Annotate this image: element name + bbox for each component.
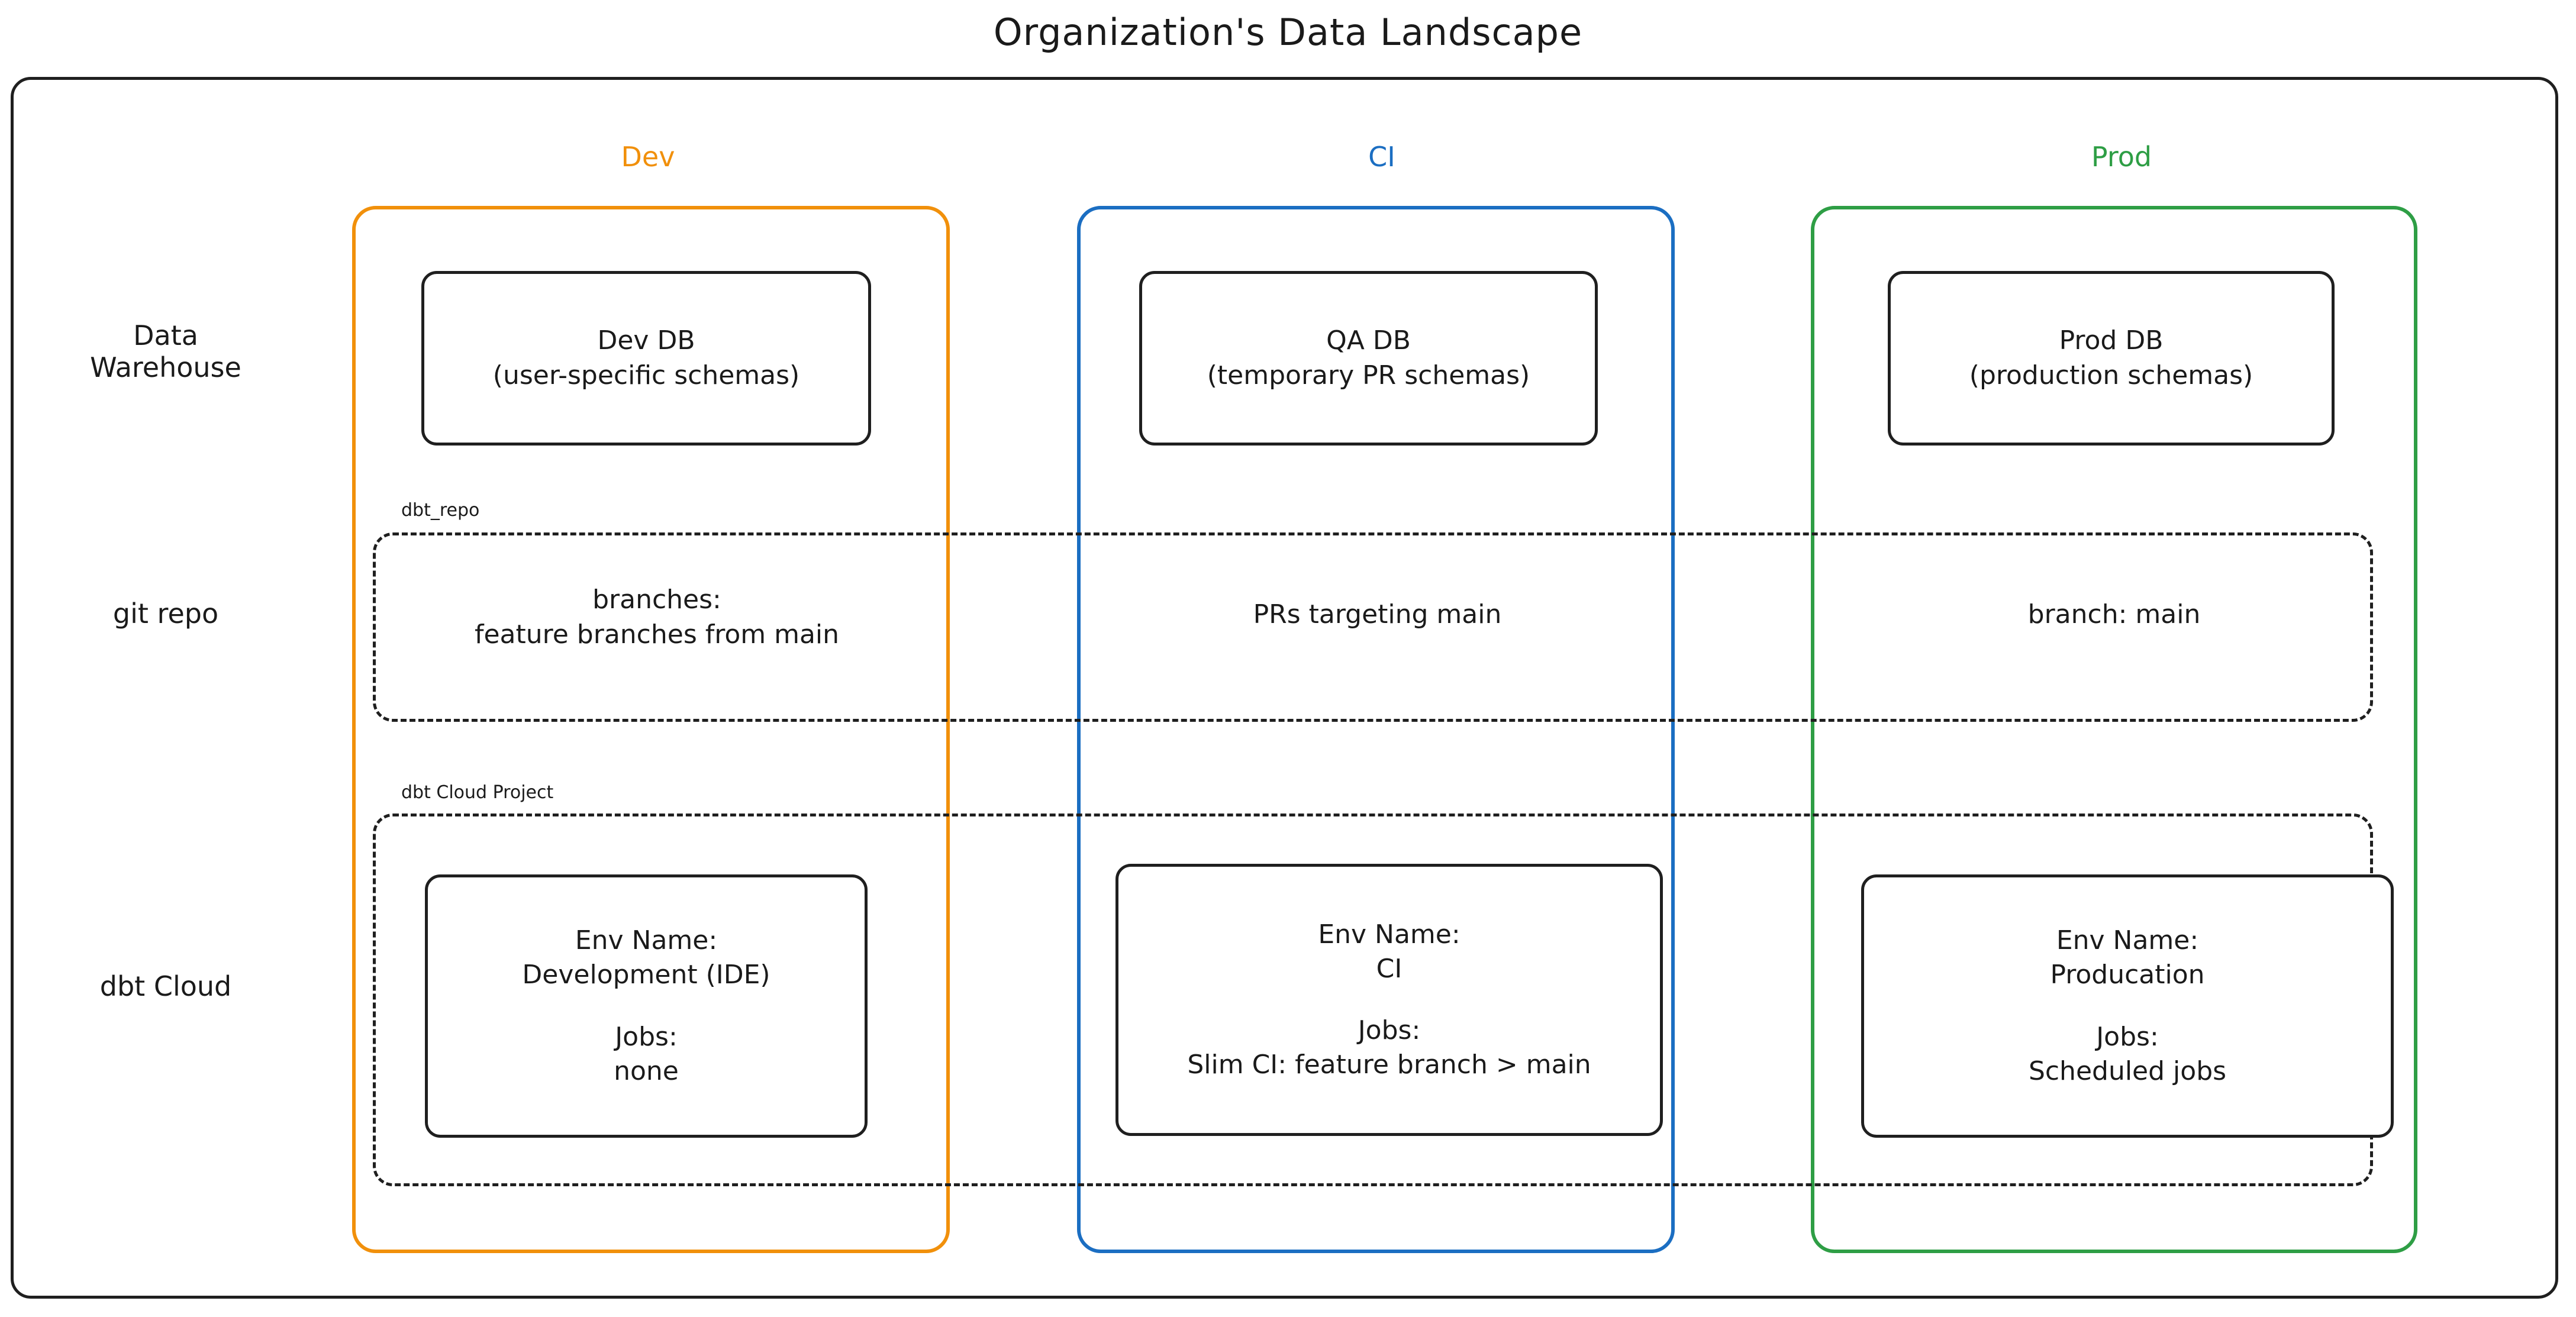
row-label-data-warehouse-line1: Data [133, 319, 198, 351]
node-dev-db-line1: Dev DB [597, 325, 695, 356]
node-dbt-cloud-ci-env-value: CI [1376, 953, 1403, 984]
git-repo-cell-ci: PRs targeting main [1253, 599, 1502, 630]
page-title: Organization's Data Landscape [993, 11, 1583, 54]
node-prod-db-line1: Prod DB [2059, 325, 2164, 356]
group-tag-dbt-repo: dbt_repo [395, 500, 486, 521]
node-dbt-cloud-prod: Env Name: Producation Jobs: Scheduled jo… [1861, 874, 2394, 1138]
git-repo-cell-prod: branch: main [2027, 599, 2201, 630]
diagram-outer-frame [11, 77, 2558, 1299]
column-header-prod: Prod [2091, 141, 2152, 173]
node-dbt-cloud-prod-env-value: Producation [2050, 960, 2205, 990]
git-repo-cell-dev: branches: feature branches from main [361, 583, 953, 653]
row-label-data-warehouse: Data Warehouse [24, 319, 308, 384]
node-dbt-cloud-dev-env-label: Env Name: [575, 925, 718, 956]
node-dbt-cloud-prod-jobs-value: Scheduled jobs [2028, 1055, 2227, 1086]
node-qa-db: QA DB (temporary PR schemas) [1139, 271, 1598, 446]
node-dbt-cloud-ci-jobs-value: Slim CI: feature branch > main [1187, 1050, 1591, 1080]
environment-column-ci [1077, 206, 1675, 1253]
node-qa-db-line1: QA DB [1326, 325, 1411, 356]
environment-column-dev [352, 206, 950, 1253]
node-dbt-cloud-dev-env-value: Development (IDE) [522, 960, 770, 990]
node-dbt-cloud-prod-env-label: Env Name: [2056, 925, 2199, 956]
group-box-dbt-repo [373, 532, 2373, 722]
row-label-git-repo: git repo [112, 598, 219, 630]
environment-column-prod [1811, 206, 2417, 1253]
git-repo-cell-dev-line1: branches: [592, 585, 721, 615]
node-dbt-cloud-ci: Env Name: CI Jobs: Slim CI: feature bran… [1115, 864, 1663, 1136]
node-dbt-cloud-dev: Env Name: Development (IDE) Jobs: none [425, 874, 868, 1138]
node-prod-db-line2: (production schemas) [1969, 360, 2253, 390]
node-dev-db: Dev DB (user-specific schemas) [421, 271, 871, 446]
group-tag-dbt-cloud-project: dbt Cloud Project [395, 782, 560, 803]
row-label-data-warehouse-line2: Warehouse [90, 351, 241, 384]
node-dev-db-line2: (user-specific schemas) [492, 360, 800, 390]
node-dbt-cloud-ci-jobs-label: Jobs: [1358, 1015, 1421, 1045]
node-dbt-cloud-dev-jobs-label: Jobs: [615, 1021, 678, 1052]
column-header-dev: Dev [621, 141, 675, 173]
node-prod-db: Prod DB (production schemas) [1888, 271, 2335, 446]
node-dbt-cloud-prod-jobs-label: Jobs: [2096, 1021, 2159, 1052]
row-label-dbt-cloud: dbt Cloud [99, 970, 232, 1002]
column-header-ci: CI [1368, 141, 1395, 173]
node-qa-db-line2: (temporary PR schemas) [1207, 360, 1530, 390]
node-dbt-cloud-ci-env-label: Env Name: [1318, 919, 1461, 950]
git-repo-cell-dev-line2: feature branches from main [474, 619, 840, 650]
node-dbt-cloud-dev-jobs-value: none [614, 1055, 679, 1086]
